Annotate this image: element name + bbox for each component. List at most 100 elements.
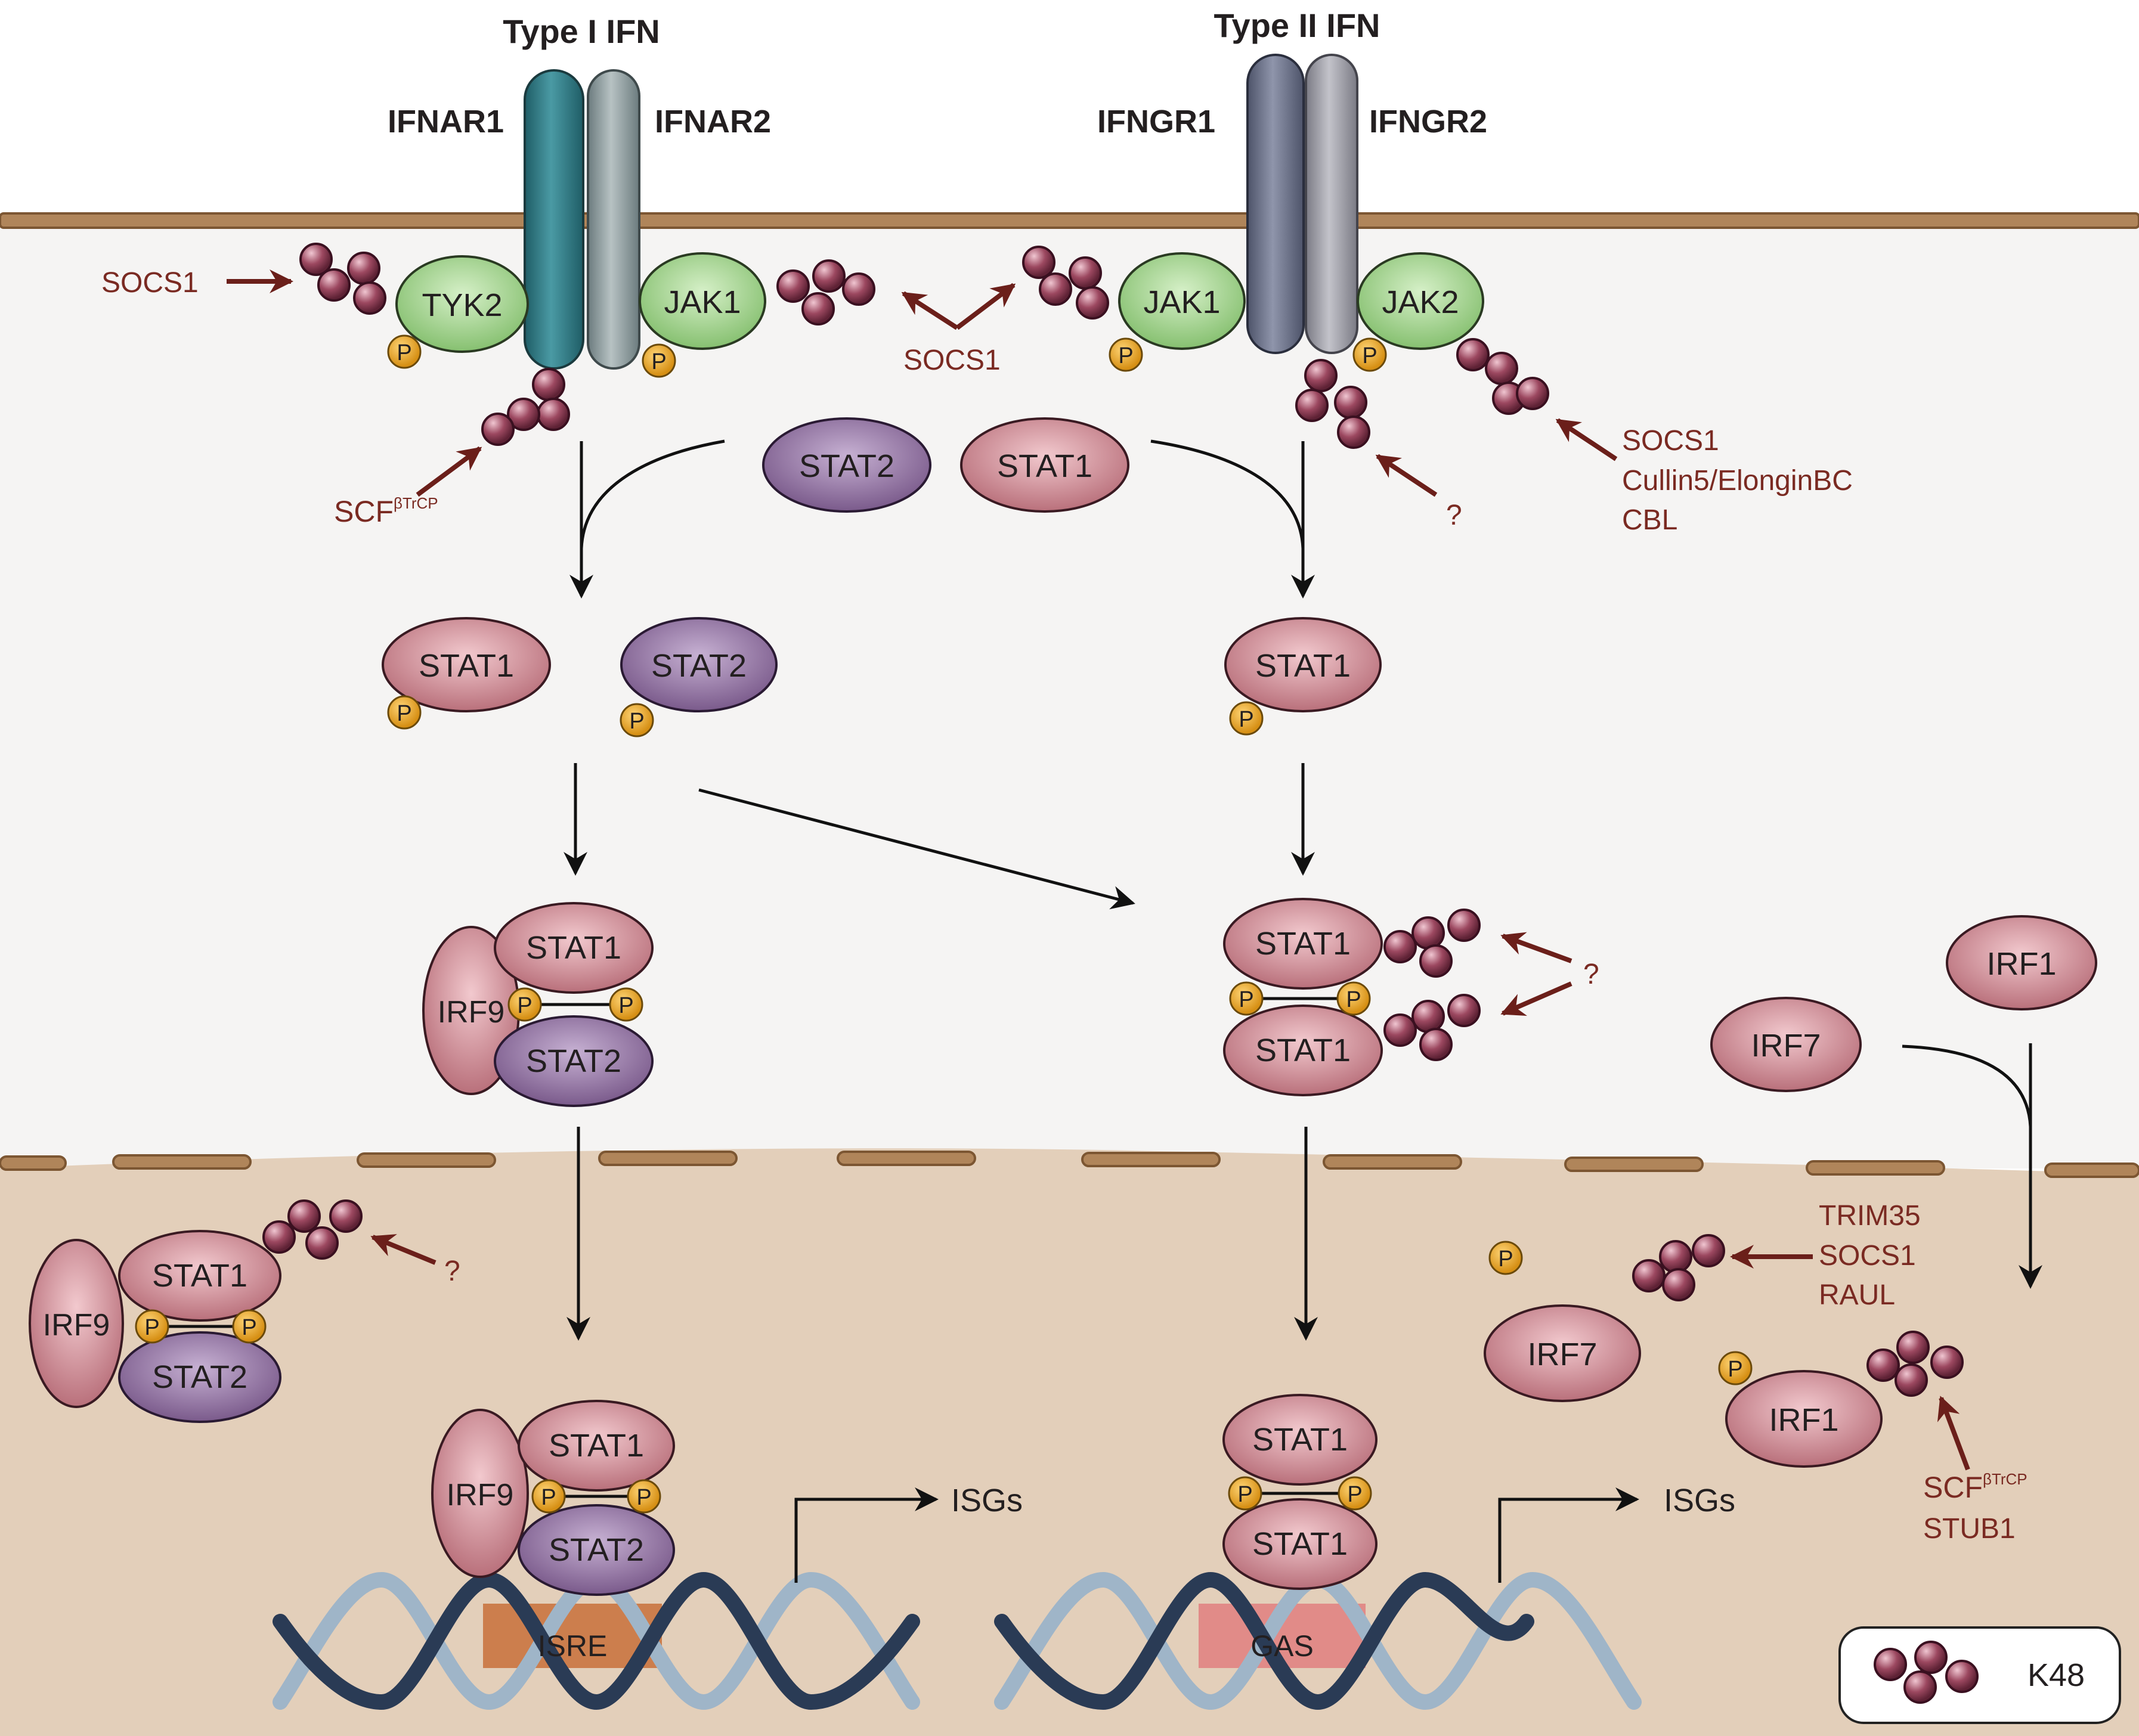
svg-text:STAT1: STAT1 bbox=[152, 1258, 247, 1294]
socs1-label-jak2: SOCS1 bbox=[1622, 425, 1719, 457]
stat1-homodimer-cytoplasm: STAT1 STAT1 P P bbox=[1223, 898, 1383, 1096]
svg-text:IRF7: IRF7 bbox=[1527, 1337, 1597, 1372]
svg-text:JAK2: JAK2 bbox=[1382, 284, 1459, 320]
isgf3-complex-dna: IRF9 STAT1 STAT2 P P bbox=[431, 1400, 675, 1596]
ifngr2-label: IFNGR2 bbox=[1369, 104, 1487, 140]
svg-text:STAT1: STAT1 bbox=[549, 1428, 644, 1464]
stat1-phosphorylated: STAT1 P bbox=[382, 617, 551, 730]
svg-text:SCFβTrCP: SCFβTrCP bbox=[334, 494, 438, 528]
stat1-free: STAT1 bbox=[960, 417, 1129, 513]
stat2-phosphorylated: STAT2 P bbox=[620, 617, 778, 737]
phospho-group: P bbox=[1352, 337, 1387, 372]
svg-text:STAT1: STAT1 bbox=[1252, 1526, 1348, 1562]
svg-text:P: P bbox=[1239, 987, 1253, 1012]
inhibition-arrow bbox=[1500, 981, 1572, 1016]
inhibition-arrow bbox=[1375, 454, 1438, 497]
ifnar1-label: IFNAR1 bbox=[388, 104, 504, 140]
ubiquitin-chain bbox=[1383, 994, 1481, 1061]
svg-text:STAT2: STAT2 bbox=[651, 648, 747, 684]
isgf3-complex-ubiquitinated: IRF9 STAT1 STAT2 P P bbox=[29, 1230, 281, 1423]
svg-text:STAT1: STAT1 bbox=[526, 930, 621, 966]
jak1-kinase-type2: JAK1 bbox=[1118, 252, 1246, 350]
svg-text:P: P bbox=[541, 1485, 556, 1510]
phospho-group: P bbox=[1109, 337, 1143, 372]
svg-text:P: P bbox=[144, 1315, 159, 1340]
svg-text:P: P bbox=[1498, 1247, 1513, 1272]
stub1-label: STUB1 bbox=[1923, 1513, 2016, 1545]
ifnar2-label: IFNAR2 bbox=[655, 104, 771, 140]
svg-text:TYK2: TYK2 bbox=[422, 287, 502, 323]
svg-text:P: P bbox=[1239, 707, 1253, 732]
stat1-phosphorylated-type2: STAT1 P bbox=[1224, 617, 1382, 736]
inhibition-arrow bbox=[1555, 418, 1618, 461]
ifngr1-label: IFNGR1 bbox=[1097, 104, 1215, 140]
irf7-nuclear: IRF7 P bbox=[1484, 1241, 1641, 1402]
recruitment-arrow-type1 bbox=[569, 439, 725, 599]
svg-text:STAT2: STAT2 bbox=[799, 448, 894, 484]
legend-k48-label: K48 bbox=[2027, 1657, 2085, 1693]
ubiquitin-chain bbox=[1295, 359, 1370, 449]
svg-text:P: P bbox=[1347, 1482, 1362, 1507]
svg-text:STAT1: STAT1 bbox=[1255, 926, 1351, 962]
stat1-homodimer-dna: STAT1 STAT1 P P bbox=[1222, 1394, 1377, 1590]
inhibition-arrow bbox=[901, 291, 959, 330]
svg-text:IRF9: IRF9 bbox=[43, 1308, 110, 1343]
socs1-label-tyk2: SOCS1 bbox=[101, 267, 199, 299]
svg-text:P: P bbox=[242, 1315, 256, 1340]
extracellular-space bbox=[0, 0, 2139, 221]
ifngr1-receptor bbox=[1246, 54, 1305, 354]
recruitment-arrow-type2 bbox=[1150, 439, 1315, 599]
irf1-nuclear: IRF1 P bbox=[1718, 1351, 1883, 1468]
transcription-arrow-gas bbox=[1498, 1487, 1639, 1583]
ubiquitin-chain bbox=[1383, 909, 1481, 978]
isgs-label-isre: ISGs bbox=[951, 1483, 1023, 1518]
svg-text:STAT1: STAT1 bbox=[997, 448, 1092, 484]
ubiquitin-chain bbox=[299, 243, 386, 315]
svg-text:P: P bbox=[1237, 1482, 1252, 1507]
inhibition-arrow bbox=[955, 283, 1016, 330]
svg-text:IRF9: IRF9 bbox=[447, 1478, 514, 1512]
svg-text:STAT2: STAT2 bbox=[152, 1359, 247, 1395]
svg-text:IRF1: IRF1 bbox=[1986, 946, 2056, 982]
cullin5-label: Cullin5/ElonginBC bbox=[1622, 465, 1853, 497]
isgf3-complex-cytoplasm: IRF9 STAT1 STAT2 P P bbox=[422, 902, 654, 1107]
svg-text:P: P bbox=[1362, 343, 1377, 368]
scf-btrcp-label-ifnar1: SCFβTrCP bbox=[334, 494, 438, 528]
irf1-cytoplasm: IRF1 bbox=[1946, 915, 2097, 1010]
gas-label: GAS bbox=[1250, 1629, 1314, 1663]
phospho-group: P bbox=[387, 334, 422, 369]
phospho-group: P bbox=[642, 343, 676, 378]
inhibition-arrow bbox=[1500, 932, 1572, 963]
irf7-cytoplasm: IRF7 bbox=[1710, 997, 1862, 1092]
ubiquitin-chain bbox=[1632, 1234, 1725, 1301]
ubiquitin-chain bbox=[481, 368, 570, 446]
ubiquitin-chain bbox=[1456, 338, 1549, 415]
socs1-label-irf7: SOCS1 bbox=[1819, 1240, 1916, 1272]
tyk2-kinase: TYK2 bbox=[395, 255, 529, 353]
svg-text:STAT1: STAT1 bbox=[419, 648, 514, 684]
svg-text:P: P bbox=[618, 993, 633, 1018]
ifngr2-receptor bbox=[1305, 54, 1358, 354]
nucleus bbox=[0, 1148, 2139, 1736]
transcription-arrow-isre bbox=[794, 1487, 939, 1583]
irf-nuclear-import-arrow bbox=[1902, 1043, 2042, 1289]
trim35-label: TRIM35 bbox=[1819, 1200, 1921, 1232]
inhibition-arrow bbox=[1937, 1396, 1970, 1471]
plasma-membrane bbox=[0, 212, 2139, 229]
svg-text:STAT1: STAT1 bbox=[1255, 1033, 1351, 1068]
isgs-label-gas: ISGs bbox=[1664, 1483, 1735, 1518]
ifnar1-receptor bbox=[524, 69, 584, 370]
jak1-kinase-type1: JAK1 bbox=[639, 252, 766, 350]
stat2-free: STAT2 bbox=[762, 417, 931, 513]
cbl-label: CBL bbox=[1622, 504, 1677, 536]
svg-text:IRF1: IRF1 bbox=[1769, 1402, 1838, 1438]
isre-label: ISRE bbox=[538, 1629, 608, 1663]
svg-text:JAK1: JAK1 bbox=[1143, 284, 1220, 320]
svg-text:P: P bbox=[651, 349, 666, 374]
svg-text:STAT2: STAT2 bbox=[526, 1043, 621, 1079]
ubiquitin-chain bbox=[262, 1199, 363, 1260]
scf-btrcp-label-irf1: SCFβTrCP bbox=[1923, 1470, 2027, 1504]
svg-text:P: P bbox=[1346, 987, 1361, 1012]
ubiquitin-chain bbox=[1022, 246, 1109, 320]
